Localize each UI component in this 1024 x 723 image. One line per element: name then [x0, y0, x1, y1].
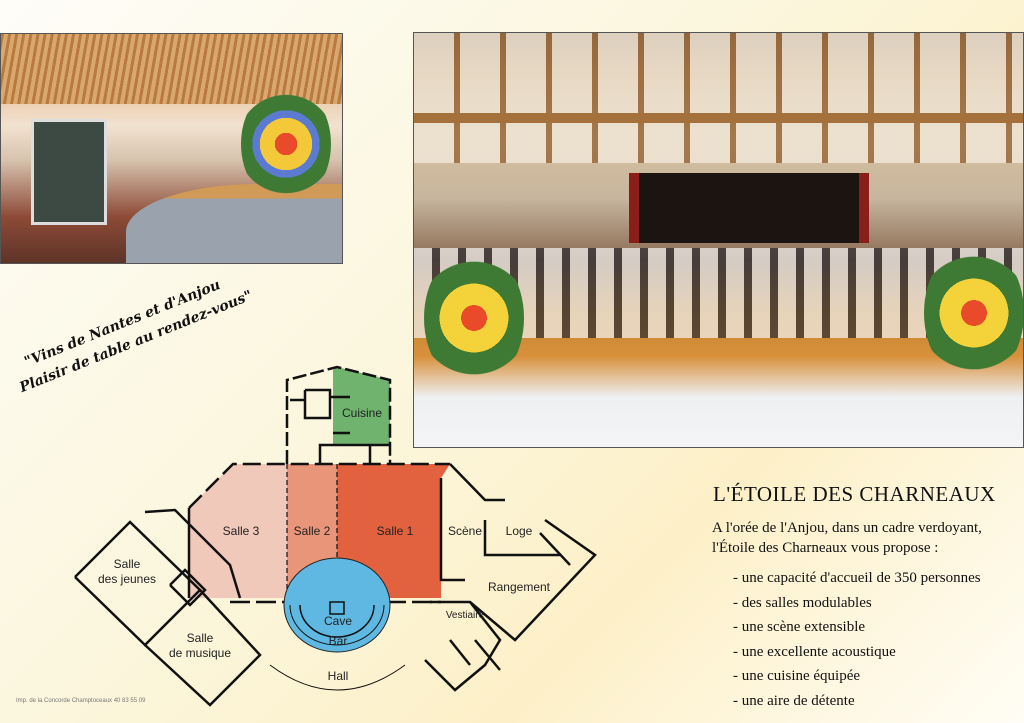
- intro-text: A l'orée de l'Anjou, dans un cadre verdo…: [712, 520, 982, 556]
- feature-item: - une cuisine équipée: [733, 668, 861, 684]
- feature-item: - une capacité d'accueil de 350 personne…: [733, 570, 981, 586]
- label-hall: Hall: [328, 669, 349, 683]
- label-salle-3: Salle 3: [223, 524, 260, 538]
- printer-imprint: Imp. de la Concorde Champtoceaux 40 83 5…: [16, 698, 146, 704]
- bar-reception-photo: [0, 33, 343, 264]
- flower-bouquet: [241, 84, 331, 204]
- feature-item: - une excellente acoustique: [733, 643, 896, 660]
- flower-arrangement-right: [924, 243, 1023, 383]
- salle-1-room: [337, 464, 450, 598]
- venue-title: L'ÉTOILE DES CHARNEAUX: [713, 482, 996, 506]
- features-list: - une capacité d'accueil de 350 personne…: [733, 568, 981, 715]
- feature-item: - des salles modulables: [733, 594, 872, 611]
- label-vestiaire: Vestiaire: [446, 610, 485, 621]
- stage: [629, 173, 869, 243]
- floor-plan: Cuisine Salle 3 Salle 2 Salle 1 Scène Lo…: [74, 365, 597, 707]
- salle-3-room: [189, 464, 287, 598]
- label-salle-musique-2: de musique: [169, 646, 231, 660]
- bar-counter: [126, 184, 342, 263]
- label-salle-jeunes-2: des jeunes: [98, 572, 156, 586]
- label-rangement: Rangement: [488, 580, 551, 594]
- label-scene: Scène: [448, 524, 482, 538]
- feature-item: - une aire de détente: [733, 692, 855, 709]
- feature-item: - une scène extensible: [733, 619, 866, 635]
- label-salle-jeunes-1: Salle: [114, 557, 141, 571]
- label-salle-1: Salle 1: [377, 524, 414, 538]
- cuisine-room: [333, 367, 390, 445]
- label-loge: Loge: [506, 524, 533, 538]
- glass-door: [31, 119, 107, 225]
- label-salle-2: Salle 2: [294, 524, 331, 538]
- flower-arrangement-left: [424, 248, 524, 388]
- label-bar: Bar: [329, 634, 348, 648]
- banquet-hall-photo: [413, 32, 1024, 448]
- bar-area: [283, 557, 391, 653]
- roof-beams: [414, 33, 1023, 163]
- main-beam: [414, 113, 1023, 123]
- label-salle-musique-1: Salle: [187, 631, 214, 645]
- label-cave: Cave: [324, 614, 352, 628]
- label-cuisine: Cuisine: [342, 406, 382, 420]
